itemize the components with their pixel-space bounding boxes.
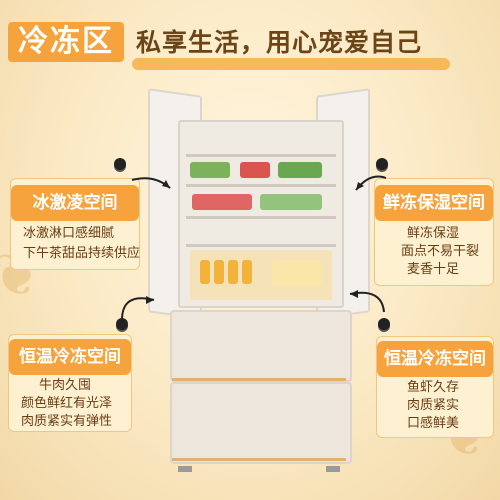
fridge-foot <box>326 466 340 472</box>
shelf <box>186 244 336 247</box>
drawer <box>190 250 332 300</box>
shelf <box>186 216 336 219</box>
arrow-icon <box>131 177 171 189</box>
pin-icon <box>376 158 388 170</box>
arrow-icon <box>121 296 155 321</box>
header: 冷冻区 私享生活，用心宠爱自己 <box>0 0 500 88</box>
card-line: 面点不易干裂 <box>401 244 480 259</box>
card-line: 鱼虾久存 <box>407 380 460 395</box>
pin-icon <box>378 318 390 330</box>
juice-bottle <box>214 260 224 284</box>
card-line: 下午茶甜品持续供应 <box>23 246 141 261</box>
fruit-tray <box>240 162 270 178</box>
card-line: 牛肉久囤 <box>39 378 92 393</box>
card-line: 肉质紧实有弹性 <box>21 414 113 429</box>
card-title: 恒温冷冻空间 <box>9 339 131 375</box>
card-title: 恒温冷冻空间 <box>377 341 493 377</box>
freezer-drawer-bottom <box>170 382 352 464</box>
page-title: 冷冻区 <box>8 22 124 62</box>
pin-icon <box>114 158 126 170</box>
page-slogan: 私享生活，用心宠爱自己 <box>136 28 423 57</box>
pin-icon <box>116 318 128 330</box>
drawer-trim <box>172 458 346 461</box>
card-constant-left: 恒温冷冻空间 牛肉久囤 颜色鲜红有光泽 肉质紧实有弹性 <box>8 334 132 432</box>
fridge-compartment <box>178 120 344 308</box>
vegetable-tray <box>278 162 322 178</box>
card-line: 口感鲜美 <box>407 416 460 431</box>
card-line: 冰激淋口感细腻 <box>23 226 115 241</box>
card-title: 冰激凌空间 <box>11 185 139 221</box>
card-line: 肉质紧实 <box>407 398 460 413</box>
slogan-underline <box>132 58 450 70</box>
meat-tray <box>192 194 252 210</box>
arrow-icon <box>349 290 385 313</box>
shelf <box>186 154 336 157</box>
fridge-foot <box>178 466 192 472</box>
vegetable-tray <box>260 194 322 210</box>
arrow-icon <box>355 175 387 191</box>
juice-bottle <box>228 260 238 284</box>
card-constant-right: 恒温冷冻空间 鱼虾久存 肉质紧实 口感鲜美 <box>376 336 494 438</box>
card-line: 鲜冻保湿 <box>407 226 460 241</box>
card-line: 麦香十足 <box>407 262 460 277</box>
snack-box <box>272 260 322 286</box>
fridge-image <box>148 88 370 472</box>
card-line: 颜色鲜红有光泽 <box>21 396 113 411</box>
card-fresh-freeze: 鲜冻保湿空间 鲜冻保湿 面点不易干裂 麦香十足 <box>374 178 494 286</box>
vegetable-tray <box>190 162 230 178</box>
shelf <box>186 184 336 187</box>
card-title: 鲜冻保湿空间 <box>375 185 493 221</box>
juice-bottle <box>200 260 210 284</box>
card-ice-cream: 冰激凌空间 冰激淋口感细腻 下午茶甜品持续供应 <box>10 178 140 270</box>
freezer-drawer-top <box>170 310 352 382</box>
juice-bottle <box>242 260 252 284</box>
drawer-trim <box>172 378 346 381</box>
